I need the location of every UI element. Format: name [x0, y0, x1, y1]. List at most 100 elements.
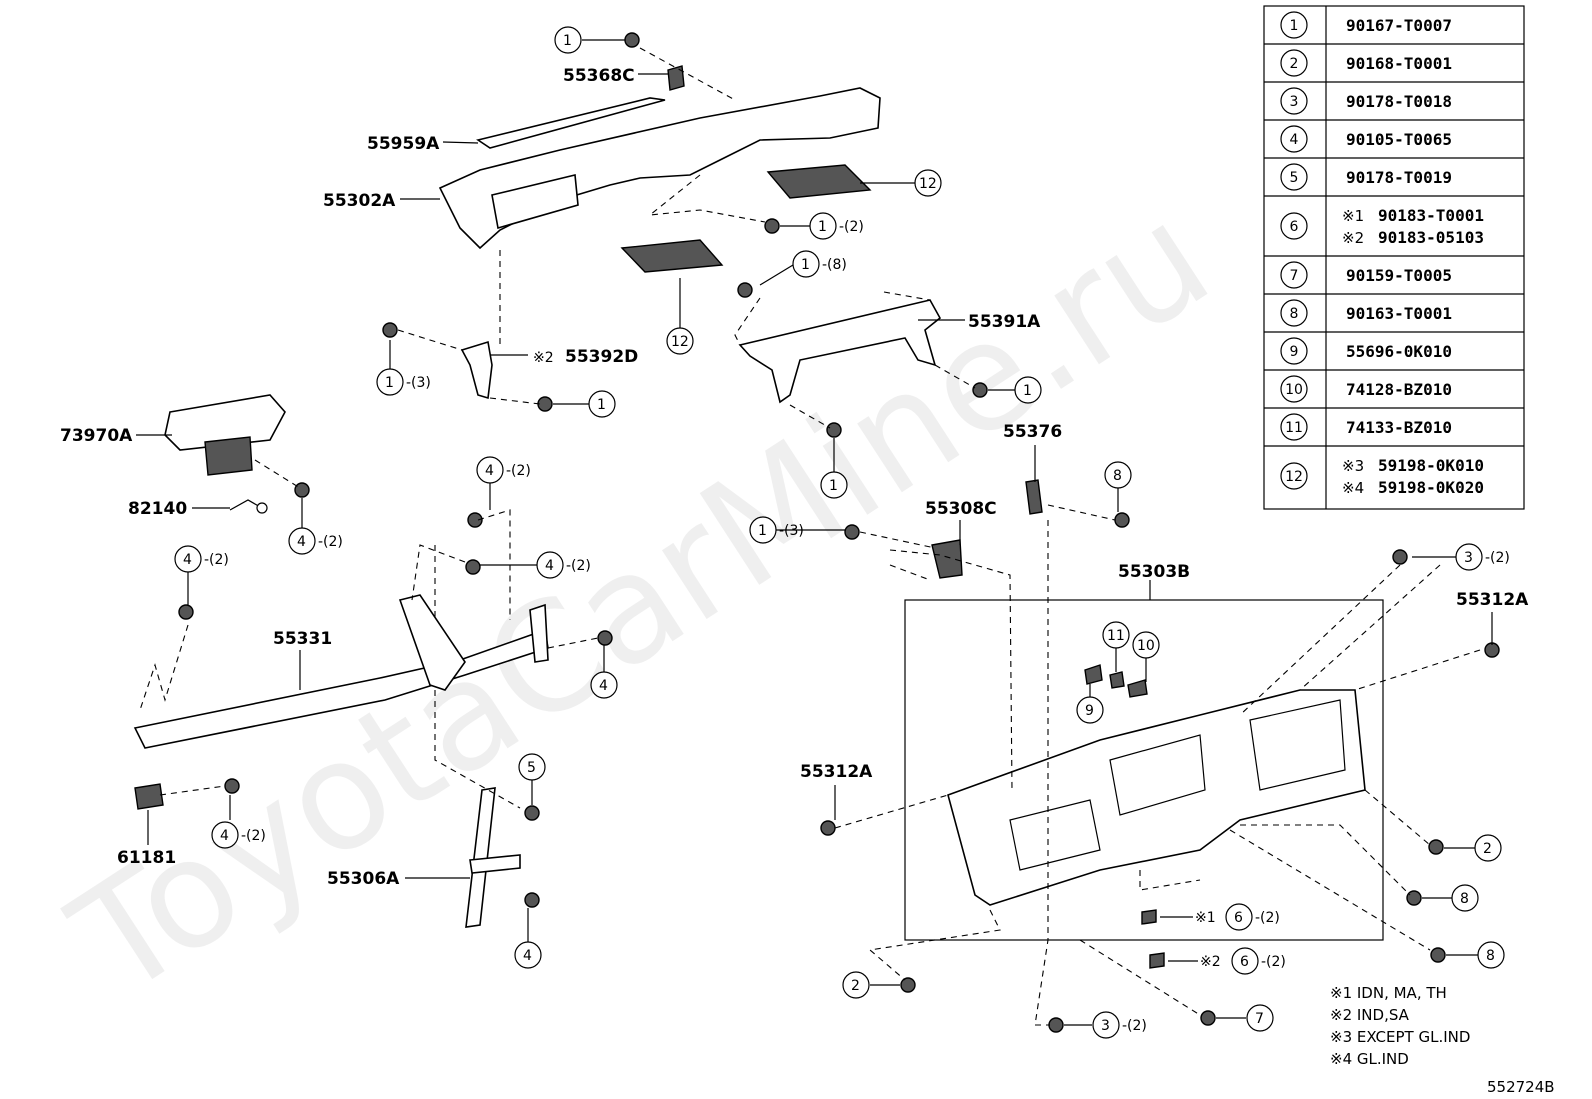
callout-3[interactable]: 3	[1092, 1011, 1120, 1039]
callout-6[interactable]: 6	[1231, 947, 1259, 975]
qty-label: -(3)	[406, 375, 431, 391]
svg-text:1: 1	[758, 523, 767, 539]
callout-4[interactable]: 4	[590, 671, 618, 699]
pad-12-top-shape	[766, 164, 872, 199]
callout-8[interactable]: 8	[1451, 884, 1479, 912]
svg-text:6: 6	[1234, 910, 1243, 926]
reference-callout	[1280, 11, 1308, 39]
callout-1[interactable]: 1	[792, 250, 820, 278]
svg-text:3: 3	[1101, 1018, 1110, 1034]
svg-text:10: 10	[1137, 638, 1155, 654]
label-55302A[interactable]: 55302A	[323, 191, 396, 211]
reference-part-number[interactable]: 90105-T0065	[1346, 130, 1452, 149]
reference-part-number[interactable]: 90183-T0001	[1378, 206, 1484, 225]
reference-part-number[interactable]: 90159-T0005	[1346, 266, 1452, 285]
label-leaders	[136, 39, 1493, 1026]
note-line: ※4 GL.IND	[1330, 1050, 1409, 1068]
clip-11-shape	[1109, 671, 1125, 689]
svg-text:1: 1	[801, 257, 810, 273]
svg-text:1: 1	[818, 219, 827, 235]
callout-2[interactable]: 2	[1474, 834, 1502, 862]
label-55312A-right[interactable]: 55312A	[1456, 590, 1529, 610]
callout-4[interactable]: 4	[514, 941, 542, 969]
callout-12[interactable]: 12	[914, 169, 942, 197]
label-55308C[interactable]: 55308C	[925, 499, 997, 519]
callout-1[interactable]: 1	[749, 516, 777, 544]
callout-4[interactable]: 4	[476, 456, 504, 484]
label-55392D[interactable]: 55392D	[565, 347, 638, 367]
main-panel-55303B-shape	[947, 689, 1366, 906]
note-mark: ※1	[1195, 910, 1216, 926]
qty-label: -(2)	[1255, 910, 1280, 926]
reference-callout	[1280, 462, 1308, 490]
callout-1[interactable]: 1	[809, 212, 837, 240]
svg-text:8: 8	[1460, 891, 1469, 907]
reference-row-8: 8 90163-T0001	[1264, 293, 1524, 327]
reference-part-number[interactable]: 90178-T0019	[1346, 168, 1452, 187]
reference-part-number[interactable]: 90168-T0001	[1346, 54, 1452, 73]
label-55376[interactable]: 55376	[1003, 422, 1062, 442]
watermark: ToyotaCarMine.ru	[44, 171, 1239, 1031]
callout-3[interactable]: 3	[1455, 543, 1483, 571]
callout-1[interactable]: 1	[376, 368, 404, 396]
reference-callout	[1280, 212, 1308, 240]
callout-1[interactable]: 1	[820, 471, 848, 499]
label-55306A[interactable]: 55306A	[327, 869, 400, 889]
callout-5[interactable]: 5	[518, 753, 546, 781]
svg-text:4: 4	[545, 558, 554, 574]
label-55959A[interactable]: 55959A	[367, 134, 440, 154]
label-61181[interactable]: 61181	[117, 848, 176, 868]
callout-4[interactable]: 4	[536, 551, 564, 579]
reference-callout	[1280, 125, 1308, 153]
label-55303B[interactable]: 55303B	[1118, 562, 1190, 582]
bolts	[178, 32, 1500, 1033]
callout-12[interactable]: 12	[666, 327, 694, 355]
svg-text:8: 8	[1486, 948, 1495, 964]
reference-callout	[1280, 337, 1308, 365]
reference-part-number[interactable]: 90178-T0018	[1346, 92, 1452, 111]
defroster-strip-shape	[476, 97, 666, 149]
label-55368C[interactable]: 55368C	[563, 66, 635, 86]
callout-8[interactable]: 8	[1104, 461, 1132, 489]
callout-4[interactable]: 4	[174, 545, 202, 573]
callout-8[interactable]: 8	[1477, 941, 1505, 969]
label-82140[interactable]: 82140	[128, 499, 187, 519]
reference-part-number[interactable]: 90163-T0001	[1346, 304, 1452, 323]
svg-text:2: 2	[851, 978, 860, 994]
callout-1[interactable]: 1	[1014, 376, 1042, 404]
callout-11[interactable]: 11	[1102, 621, 1130, 649]
brace-foot-shape	[469, 854, 521, 874]
reference-note-mark: ※1	[1342, 207, 1364, 225]
callout-10[interactable]: 10	[1132, 631, 1160, 659]
reference-no: 7	[1290, 268, 1299, 284]
svg-text:6: 6	[1240, 954, 1249, 970]
callout-9[interactable]: 9	[1076, 696, 1104, 724]
reference-part-number[interactable]: 90183-05103	[1378, 228, 1484, 247]
reference-part-number[interactable]: 74133-BZ010	[1346, 418, 1452, 437]
reference-part-number[interactable]: 74128-BZ010	[1346, 380, 1452, 399]
callout-4[interactable]: 4	[211, 821, 239, 849]
callout-4[interactable]: 4	[288, 527, 316, 555]
callout-1[interactable]: 1	[588, 390, 616, 418]
qty-label: -(2)	[839, 219, 864, 235]
callout-2[interactable]: 2	[842, 971, 870, 999]
upper-dash-vent-shape	[491, 174, 579, 230]
main-panel-box	[904, 599, 1384, 941]
reference-no: 8	[1290, 306, 1299, 322]
label-73970A[interactable]: 73970A	[60, 426, 133, 446]
callout-7[interactable]: 7	[1246, 1004, 1274, 1032]
label-55391A[interactable]: 55391A	[968, 312, 1041, 332]
callout-1[interactable]: 1	[554, 26, 582, 54]
reference-part-number[interactable]: 90167-T0007	[1346, 16, 1452, 35]
callout-6[interactable]: 6	[1225, 903, 1253, 931]
reference-part-number[interactable]: 55696-0K010	[1346, 342, 1452, 361]
label-55331[interactable]: 55331	[273, 629, 332, 649]
reference-part-number[interactable]: 59198-0K010	[1378, 456, 1484, 475]
reference-part-number[interactable]: 59198-0K020	[1378, 478, 1484, 497]
label-55312A-left[interactable]: 55312A	[800, 762, 873, 782]
